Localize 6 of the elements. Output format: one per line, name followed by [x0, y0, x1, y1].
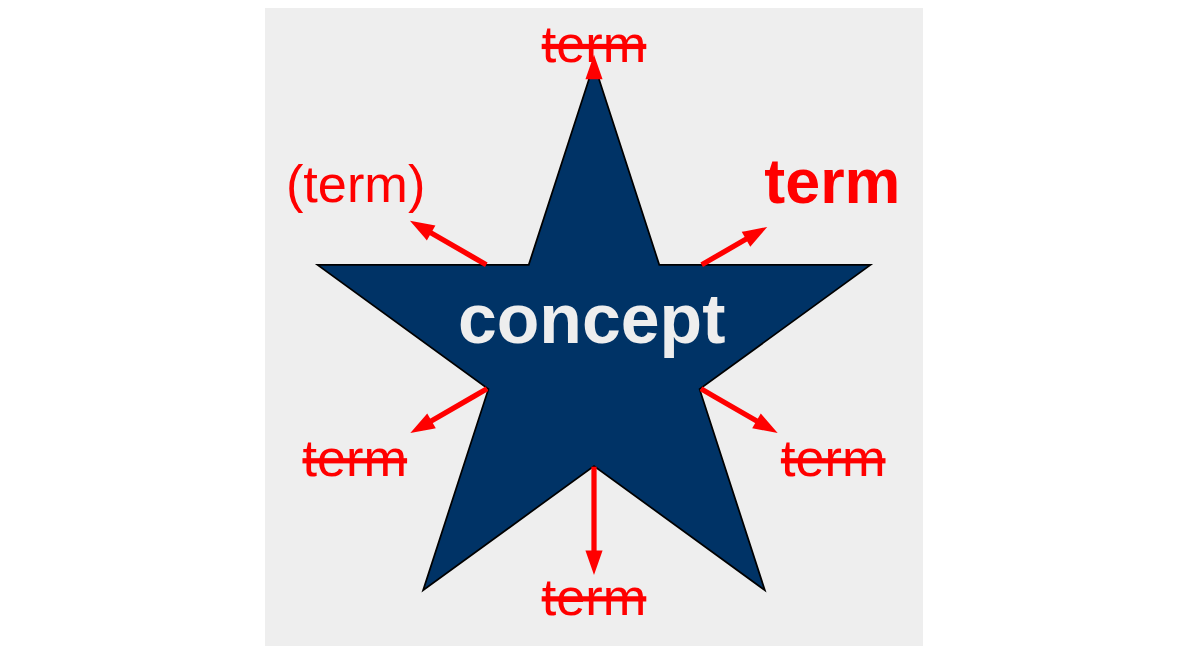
- arrow: [409, 220, 488, 268]
- arrow: [584, 466, 603, 575]
- arrow: [409, 386, 488, 434]
- arrow: [699, 227, 767, 268]
- arrow: [584, 54, 603, 80]
- arrow: [699, 386, 778, 434]
